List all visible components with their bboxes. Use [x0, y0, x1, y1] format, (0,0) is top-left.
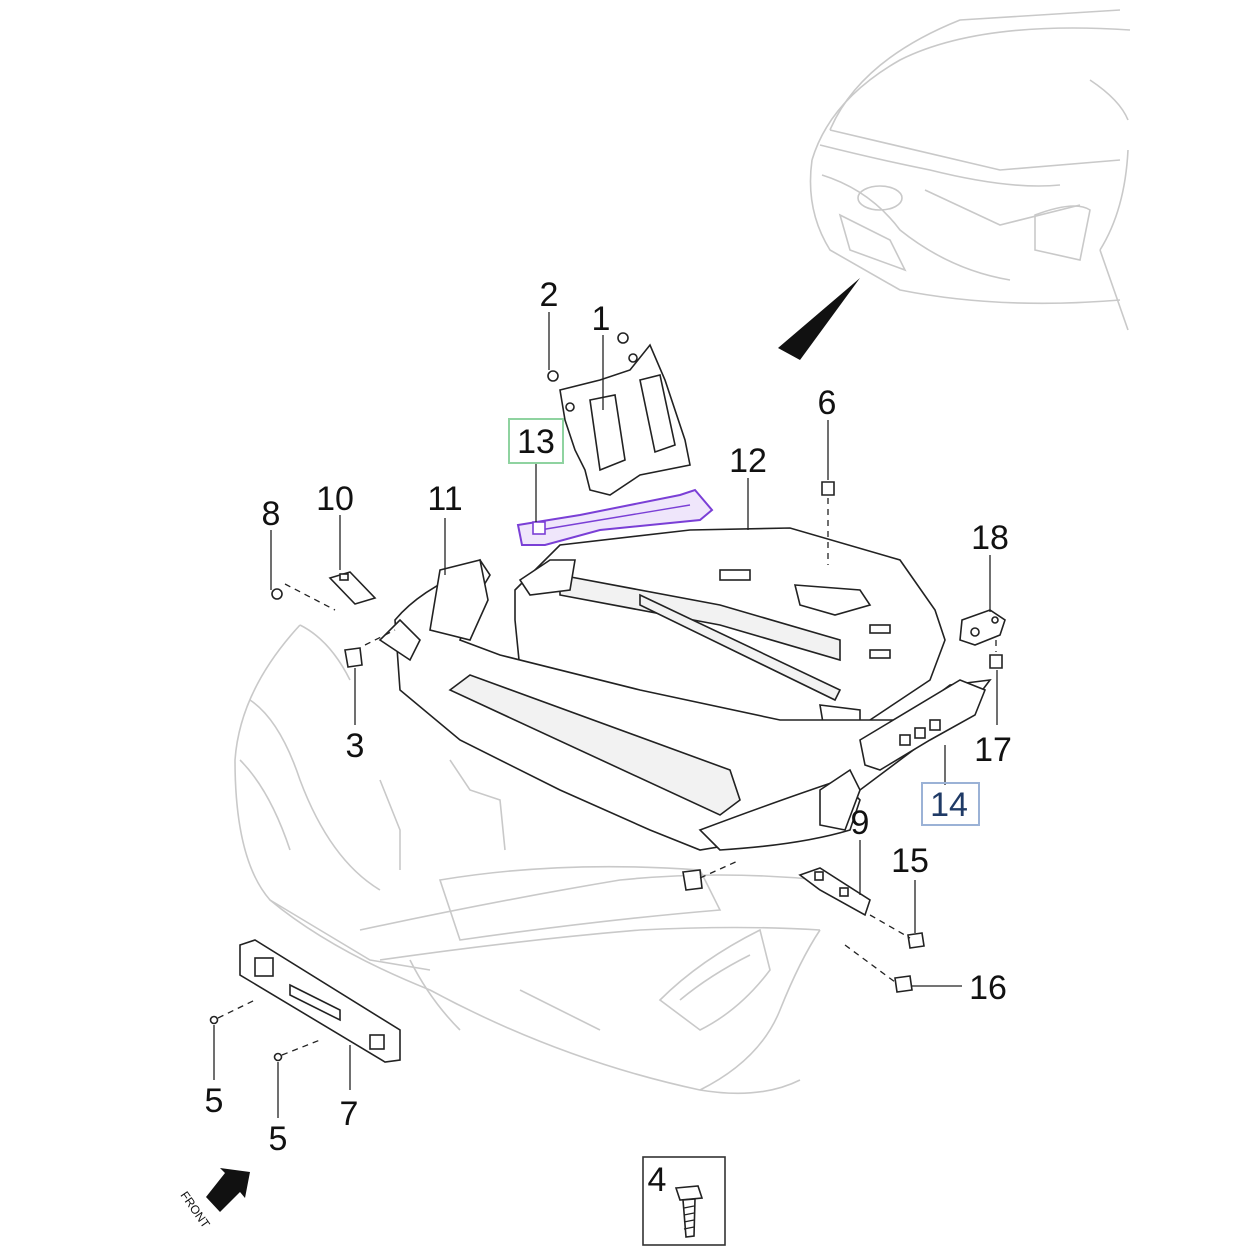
callout-8: 8 — [262, 495, 281, 533]
callout-17: 17 — [974, 731, 1012, 769]
callout-6: 6 — [818, 384, 837, 422]
callout-7: 7 — [340, 1095, 359, 1133]
fastener-15-icon — [907, 932, 925, 949]
fastener-8-icon — [271, 588, 283, 600]
callout-14-highlight-box — [921, 782, 980, 826]
callout-14: 14 — [930, 786, 968, 824]
part-13-cross-brace — [516, 488, 714, 546]
callout-labels: 2 1 13 12 6 8 10 11 3 18 17 14 9 15 16 5… — [205, 276, 1012, 1199]
callout-2: 2 — [540, 276, 559, 314]
fasteners — [209, 332, 1003, 1062]
callout-15: 15 — [891, 842, 929, 880]
front-bumper-ghost — [234, 624, 821, 1095]
part-11-lower-panel — [378, 558, 992, 851]
part-4-inset — [642, 1156, 726, 1246]
clip-icon — [682, 869, 703, 891]
callout-9: 9 — [851, 804, 870, 842]
screw-5a-icon — [209, 1015, 219, 1025]
leader-lines — [213, 312, 998, 1118]
fastener-2-icon — [547, 370, 559, 382]
callout-13-highlight-box — [508, 418, 564, 464]
part-9-side-bracket — [798, 867, 871, 917]
front-arrow-icon — [206, 1168, 250, 1212]
part-10-clip-bracket — [328, 571, 377, 605]
part-18-bracket — [959, 609, 1006, 646]
callout-4: 4 — [648, 1161, 667, 1199]
screw-5b-icon — [273, 1052, 283, 1062]
callout-10: 10 — [316, 480, 354, 518]
fastener-3-icon — [344, 647, 363, 668]
callout-11: 11 — [427, 480, 462, 518]
part-14-right-bracket — [859, 679, 987, 771]
callout-18: 18 — [971, 519, 1009, 557]
part-1-shield-bracket — [559, 343, 691, 496]
callout-12: 12 — [729, 442, 767, 480]
callout-5-left: 5 — [205, 1082, 224, 1120]
fastener-17-icon — [989, 654, 1003, 669]
front-direction-indicator: FRONT — [178, 1168, 250, 1231]
callout-13: 13 — [517, 423, 555, 461]
callout-5-right: 5 — [269, 1120, 288, 1158]
callout-16: 16 — [969, 969, 1007, 1007]
callout-3: 3 — [346, 727, 365, 765]
callout-1: 1 — [592, 300, 611, 338]
part-7-license-bracket — [239, 939, 401, 1063]
bolt-icon — [617, 332, 629, 344]
fastener-6-icon — [821, 481, 835, 496]
fastener-16-icon — [894, 975, 913, 993]
view-direction-arrow — [778, 278, 860, 360]
car-front-thumbnail — [809, 9, 1131, 331]
